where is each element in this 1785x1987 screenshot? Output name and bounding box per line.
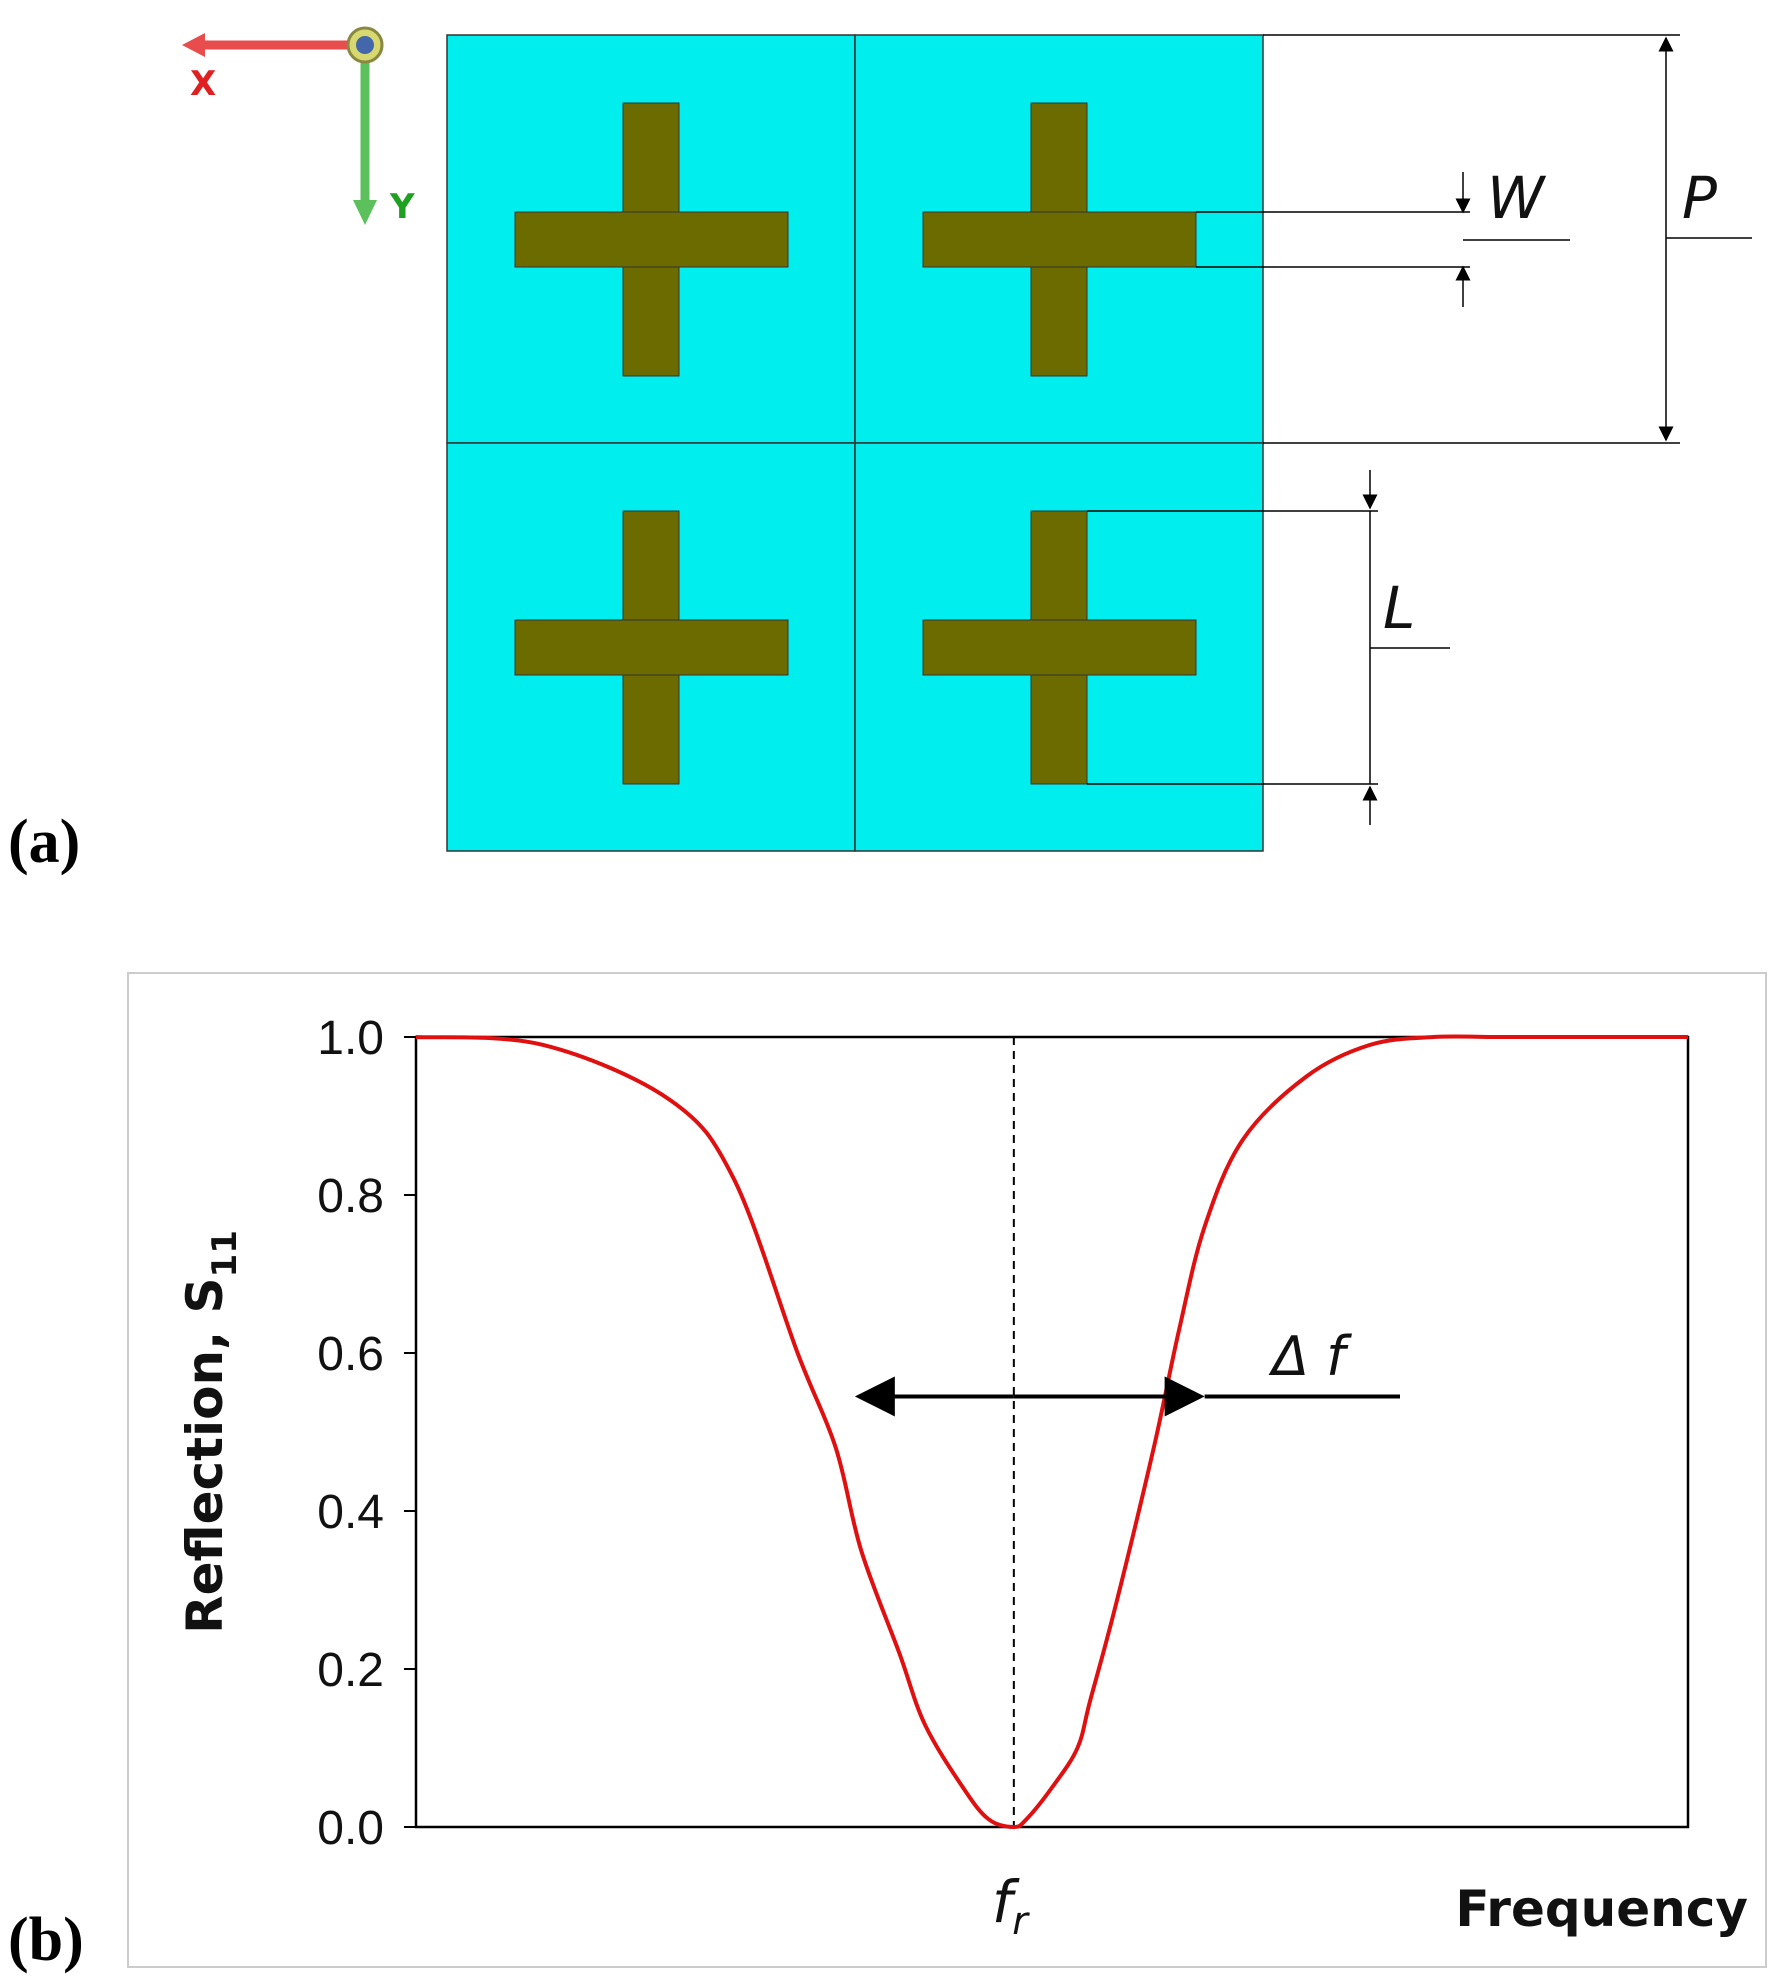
panel-a: X Y — [8, 26, 1752, 876]
y-axis-title: Reflection, S11 — [176, 1230, 245, 1634]
y-tick-labels: 0.0 0.2 0.4 0.6 0.8 1.0 — [317, 1012, 384, 1855]
resonance-frequency-label: fr — [992, 1868, 1030, 1943]
dim-p-label: P — [1682, 164, 1717, 232]
dim-w-label: W — [1487, 164, 1547, 232]
dimension-p — [1263, 34, 1752, 444]
origin-center — [356, 36, 374, 54]
panel-b: 0.0 0.2 0.4 0.6 0.8 1.0 Δ f Reflection, S11 F… — [8, 972, 1767, 1974]
cross-3 — [514, 510, 789, 785]
y-tick-label-3: 0.6 — [317, 1328, 384, 1381]
reflection-curve — [415, 1034, 1688, 1830]
bandwidth-label: Δ f — [1268, 1325, 1352, 1388]
x-axis-title: Frequency — [1455, 1880, 1748, 1938]
panel-b-label: (b) — [8, 1906, 84, 1974]
cross-4 — [922, 510, 1197, 785]
unit-cell-array — [446, 34, 1264, 852]
axis-indicator: X Y — [182, 26, 415, 227]
x-axis-label: X — [190, 64, 216, 104]
y-axis-label: Y — [389, 187, 415, 227]
dimension-l — [1087, 470, 1450, 825]
chart-frame — [127, 972, 1767, 1968]
y-tick-label-5: 1.0 — [317, 1012, 384, 1065]
y-tick-label-2: 0.4 — [317, 1486, 384, 1539]
x-arrowhead — [182, 33, 205, 57]
cross-1 — [514, 102, 789, 377]
dim-l-label: L — [1383, 574, 1415, 642]
y-tick-label-4: 0.8 — [317, 1170, 384, 1223]
dimension-w — [1196, 172, 1570, 307]
y-ticks — [404, 1036, 416, 1828]
cross-2 — [922, 102, 1197, 377]
y-tick-label-1: 0.2 — [317, 1644, 384, 1697]
y-arrowhead — [353, 200, 377, 225]
panel-a-label: (a) — [8, 808, 80, 876]
plot-area — [414, 1035, 1690, 1829]
y-tick-label-0: 0.0 — [317, 1802, 384, 1855]
